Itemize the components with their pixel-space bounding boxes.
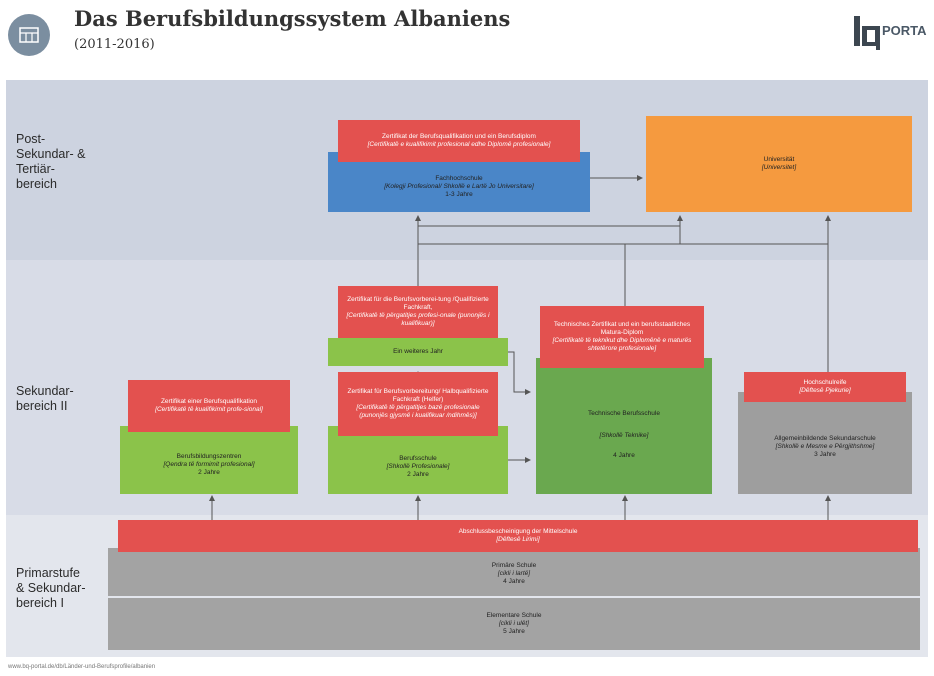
hochschulreife-title: Hochschulreife xyxy=(803,379,847,386)
fachhochschule-albanian: [Kolegji Profesional/ Shkollë e Lartë Jo… xyxy=(384,183,534,190)
hochschulreife-albanian: [Dëftesë Pjekurie] xyxy=(799,387,851,394)
box-berufsbildungszentren: Berufsbildungszentren [Qendra të formimi… xyxy=(120,426,298,494)
fachhochschule-duration: 1-3 Jahre xyxy=(445,191,473,198)
allgemeinbildende-duration: 3 Jahre xyxy=(814,451,836,458)
technisches-cert-albanian: [Certifikatë të teknikut dhe Diplomënë e… xyxy=(552,337,692,352)
box-berufsschule-certificate: Zertifikat für Berufsvorbereitung/ Halbq… xyxy=(338,372,498,436)
allgemeinbildende-title: Allgemeinbildende Sekundarschule xyxy=(774,435,876,442)
berufsvorbereitung-cert-albanian: [Certifikatë të përgatitjes profesi-onal… xyxy=(346,312,490,327)
berufsschule-cert-albanian: [Certifikatë të përgatitjes bazë profesi… xyxy=(356,404,480,419)
universitaet-title: Universität xyxy=(763,156,795,163)
box-technisches-certificate: Technisches Zertifikat und ein berufssta… xyxy=(540,306,704,368)
box-fachhochschule-certificate: Zertifikat der Berufsqualifikation und e… xyxy=(338,120,580,162)
box-weiteres-jahr: Ein weiteres Jahr xyxy=(328,338,508,366)
berufsschule-title: Berufsschule xyxy=(399,455,437,462)
abschluss-albanian: [Dëftesë Lirimi] xyxy=(496,536,540,543)
page-subtitle: (2011-2016) xyxy=(74,37,155,52)
berufsschule-duration: 2 Jahre xyxy=(407,471,429,478)
fachhochschule-cert-albanian: [Certifikatë e kualifikimit profesional … xyxy=(367,141,551,148)
technische-bs-duration: 4 Jahre xyxy=(613,452,635,459)
box-bbz-certificate: Zertifikat einer Berufsqualifikation [Ce… xyxy=(128,380,290,432)
bq-portal-logo[interactable]: PORTA xyxy=(854,14,934,54)
box-technische-berufsschule: Technische Berufsschule [Shkollë Teknike… xyxy=(536,358,712,494)
bbz-cert-albanian: [Certifikatë të kualifikimit profe-siona… xyxy=(155,406,263,413)
source-url[interactable]: www.bq-portal.de/db/Länder-und-Berufspro… xyxy=(8,664,156,670)
box-berufsvorbereitung-certificate: Zertifikat für die Berufsvorberei-tung /… xyxy=(338,286,498,338)
abschluss-title: Abschlussbescheinigung der Mittelschule xyxy=(458,528,578,535)
band-label-primary: Primarstufe & Sekundar- bereich I xyxy=(16,566,86,610)
primaere-title: Primäre Schule xyxy=(491,562,537,569)
logo-text: PORTA xyxy=(882,23,927,38)
fachhochschule-cert-title: Zertifikat der Berufsqualifikation und e… xyxy=(382,133,536,140)
bbz-title: Berufsbildungszentren xyxy=(176,453,242,460)
elementare-albanian: [cikli i ulët] xyxy=(499,620,529,627)
box-fachhochschule: Fachhochschule [Kolegji Profesional/ Shk… xyxy=(328,152,590,212)
box-hochschulreife: Hochschulreife [Dëftesë Pjekurie] xyxy=(744,372,906,402)
bbz-cert-title: Zertifikat einer Berufsqualifikation xyxy=(160,398,258,405)
primaere-duration: 4 Jahre xyxy=(503,578,525,585)
technische-bs-title: Technische Berufsschule xyxy=(588,410,660,417)
bq-logo-icon xyxy=(854,16,880,50)
berufsschule-cert-title: Zertifikat für Berufsvorbereitung/ Halbq… xyxy=(347,388,489,403)
universitaet-albanian: [Universitet] xyxy=(761,164,797,171)
primaere-albanian: [cikli i lartë] xyxy=(497,570,531,577)
fachhochschule-title: Fachhochschule xyxy=(435,175,483,182)
box-elementare-schule: Elementare Schule [cikli i ulët] 5 Jahre xyxy=(108,598,920,650)
bbz-albanian: [Qendra të formimit profesional] xyxy=(163,461,255,468)
weiteres-jahr-title: Ein weiteres Jahr xyxy=(393,348,443,355)
band-label-secondary-2: Sekundar- bereich II xyxy=(16,384,74,413)
technische-bs-albanian: [Shkollë Teknike] xyxy=(599,432,649,439)
box-universitaet: Universität [Universitet] xyxy=(646,116,912,212)
box-allgemeinbildende-sekundarschule: Allgemeinbildende Sekundarschule [Shkoll… xyxy=(738,392,912,494)
box-primaere-schule: Primäre Schule [cikli i lartë] 4 Jahre xyxy=(108,548,920,596)
allgemeinbildende-albanian: [Shkollë e Mesme e Përgjithshme] xyxy=(775,443,875,450)
elementare-duration: 5 Jahre xyxy=(503,628,525,635)
box-abschlussbescheinigung: Abschlussbescheinigung der Mittelschule … xyxy=(118,520,918,552)
bbz-duration: 2 Jahre xyxy=(198,469,220,476)
system-icon xyxy=(8,14,50,56)
box-berufsschule: Berufsschule [Shkollë Profesionale] 2 Ja… xyxy=(328,426,508,494)
berufsvorbereitung-cert-title: Zertifikat für die Berufsvorberei-tung /… xyxy=(347,296,489,311)
technisches-cert-title: Technisches Zertifikat und ein berufssta… xyxy=(553,321,691,336)
band-label-tertiary: Post- Sekundar- & Tertiär- bereich xyxy=(16,132,86,191)
page-title: Das Berufsbildungssystem Albaniens xyxy=(74,6,511,31)
elementare-title: Elementare Schule xyxy=(486,612,542,619)
berufsschule-albanian: [Shkollë Profesionale] xyxy=(386,463,450,470)
